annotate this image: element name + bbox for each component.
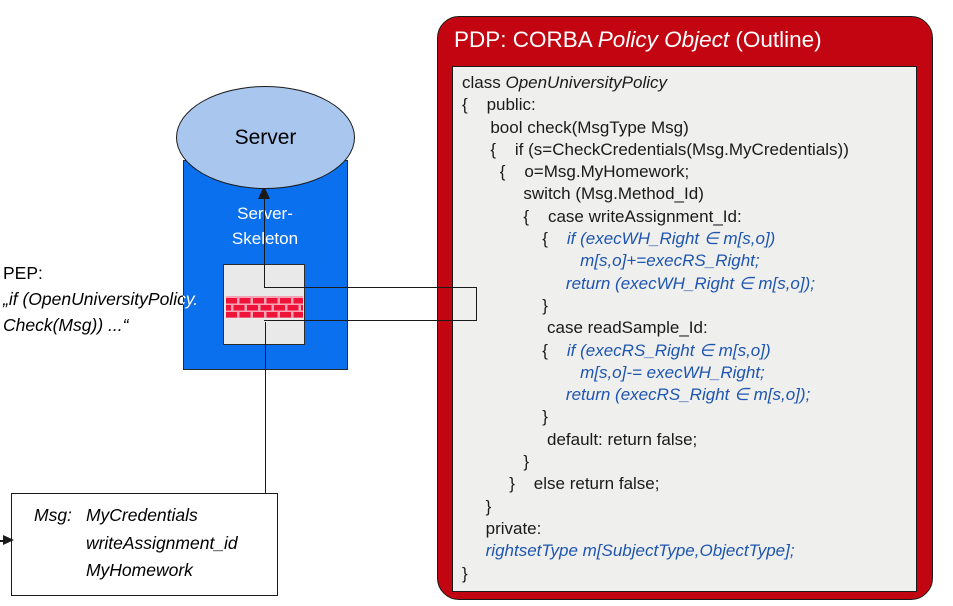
code-segment: rightsetType m[SubjectType,ObjectType]; [485, 541, 795, 561]
pep-annotation-line2-overlay: „if (OpenUniversityPolicy. [3, 289, 199, 309]
code-segment: private: [462, 518, 542, 538]
code-segment: { public: [462, 95, 536, 115]
code-line: rightsetType m[SubjectType,ObjectType]; [462, 540, 916, 562]
pep-annotation-line3: Check(Msg)) ...“ [3, 315, 129, 335]
code-segment: { if (s=CheckCredentials(Msg.MyCredentia… [462, 139, 849, 159]
pep-annotation-line1: PEP: [3, 263, 43, 283]
title-segment: (Outline) [729, 27, 822, 52]
code-line: { o=Msg.MyHomework; [462, 161, 916, 183]
pdp-panel-title: PDP: CORBA Policy Object (Outline) [454, 27, 822, 53]
code-line: return (execRS_Right ∈ m[s,o]); [462, 384, 916, 406]
pep-annotation-line2-wrap: „if (OpenUniversityPolicy. „if (OpenUniv… [3, 286, 198, 312]
code-segment: class [462, 73, 506, 92]
msg-item: MyHomework [85, 560, 193, 580]
code-segment: if (execWH_Right ∈ m[s,o]) [566, 229, 776, 249]
code-line: } [462, 295, 916, 317]
message-arrow-line-upper [263, 198, 266, 287]
code-segment: { o=Msg.MyHomework; [462, 162, 690, 182]
code-line: case readSample_Id: [462, 317, 916, 339]
code-segment: } else return false; [462, 474, 660, 494]
code-segment: { [462, 340, 567, 360]
code-line: m[s,o]-= execWH_Right; [462, 362, 916, 384]
code-segment: default: return false; [462, 429, 698, 449]
code-line: } [462, 563, 916, 585]
msg-item: writeAssignment_id [85, 532, 238, 553]
code-line: { public: [462, 94, 916, 116]
code-line: switch (Msg.Method_Id) [462, 183, 916, 205]
code-line: } [462, 451, 916, 473]
code-segment: } [462, 563, 468, 583]
code-segment [462, 541, 486, 560]
code-line: private: [462, 518, 916, 540]
code-segment: } [462, 295, 548, 315]
policy-code-panel: class OpenUniversityPolicy{ public: bool… [452, 66, 917, 592]
server-ellipse: Server [176, 86, 355, 189]
title-segment: PDP: CORBA [454, 27, 598, 52]
code-line: { if (s=CheckCredentials(Msg.MyCredentia… [462, 139, 916, 161]
code-line: } else return false; [462, 473, 916, 495]
code-line: { if (execRS_Right ∈ m[s,o]) [462, 340, 916, 362]
code-line: class OpenUniversityPolicy [462, 72, 916, 94]
code-segment: } [462, 407, 548, 427]
code-segment: OpenUniversityPolicy [505, 73, 668, 92]
code-line: { if (execWH_Right ∈ m[s,o]) [462, 228, 916, 250]
code-segment: { case writeAssignment_Id: [462, 206, 742, 226]
code-segment: switch (Msg.Method_Id) [462, 184, 704, 204]
code-line: { case writeAssignment_Id: [462, 206, 916, 228]
code-segment: m[s,o]-= execWH_Right; [462, 362, 765, 382]
msg-box-label: Msg: [34, 505, 72, 525]
code-line: } [462, 496, 916, 518]
message-arrow-head-icon [258, 186, 270, 199]
code-segment: bool check(MsgType Msg) [462, 117, 689, 137]
firewall-bricks [226, 296, 303, 318]
pep-annotation-line2: „if (OpenUniversityPolicy. [3, 289, 199, 309]
code-line: return (execWH_Right ∈ m[s,o]); [462, 273, 916, 295]
server-label: Server [234, 125, 297, 149]
code-segment: return (execWH_Right ∈ m[s,o]); [462, 273, 815, 293]
incoming-message-arrow-head-icon [3, 534, 14, 545]
pep-pdp-connector-rect [264, 287, 477, 321]
msg-box: Msg: MyCredentials writeAssignment_id My… [11, 493, 278, 596]
code-segment: } [462, 496, 492, 516]
code-segment: } [462, 452, 530, 472]
code-line: default: return false; [462, 429, 916, 451]
pep-annotation: PEP: „if (OpenUniversityPolicy. „if (Ope… [3, 260, 198, 338]
msg-item: MyCredentials [85, 505, 198, 525]
code-segment: { [462, 229, 567, 249]
code-line: m[s,o]+=execRS_Right; [462, 250, 916, 272]
code-segment: m[s,o]+=execRS_Right; [462, 251, 760, 271]
code-segment: case readSample_Id: [462, 318, 708, 338]
code-segment: if (execRS_Right ∈ m[s,o]) [566, 340, 771, 360]
code-line: bool check(MsgType Msg) [462, 117, 916, 139]
code-line: } [462, 406, 916, 428]
code-segment: return (execRS_Right ∈ m[s,o]); [462, 385, 811, 405]
title-segment: Policy Object [597, 27, 730, 52]
msg-box-items: MyCredentials writeAssignment_id MyHomew… [86, 502, 238, 595]
